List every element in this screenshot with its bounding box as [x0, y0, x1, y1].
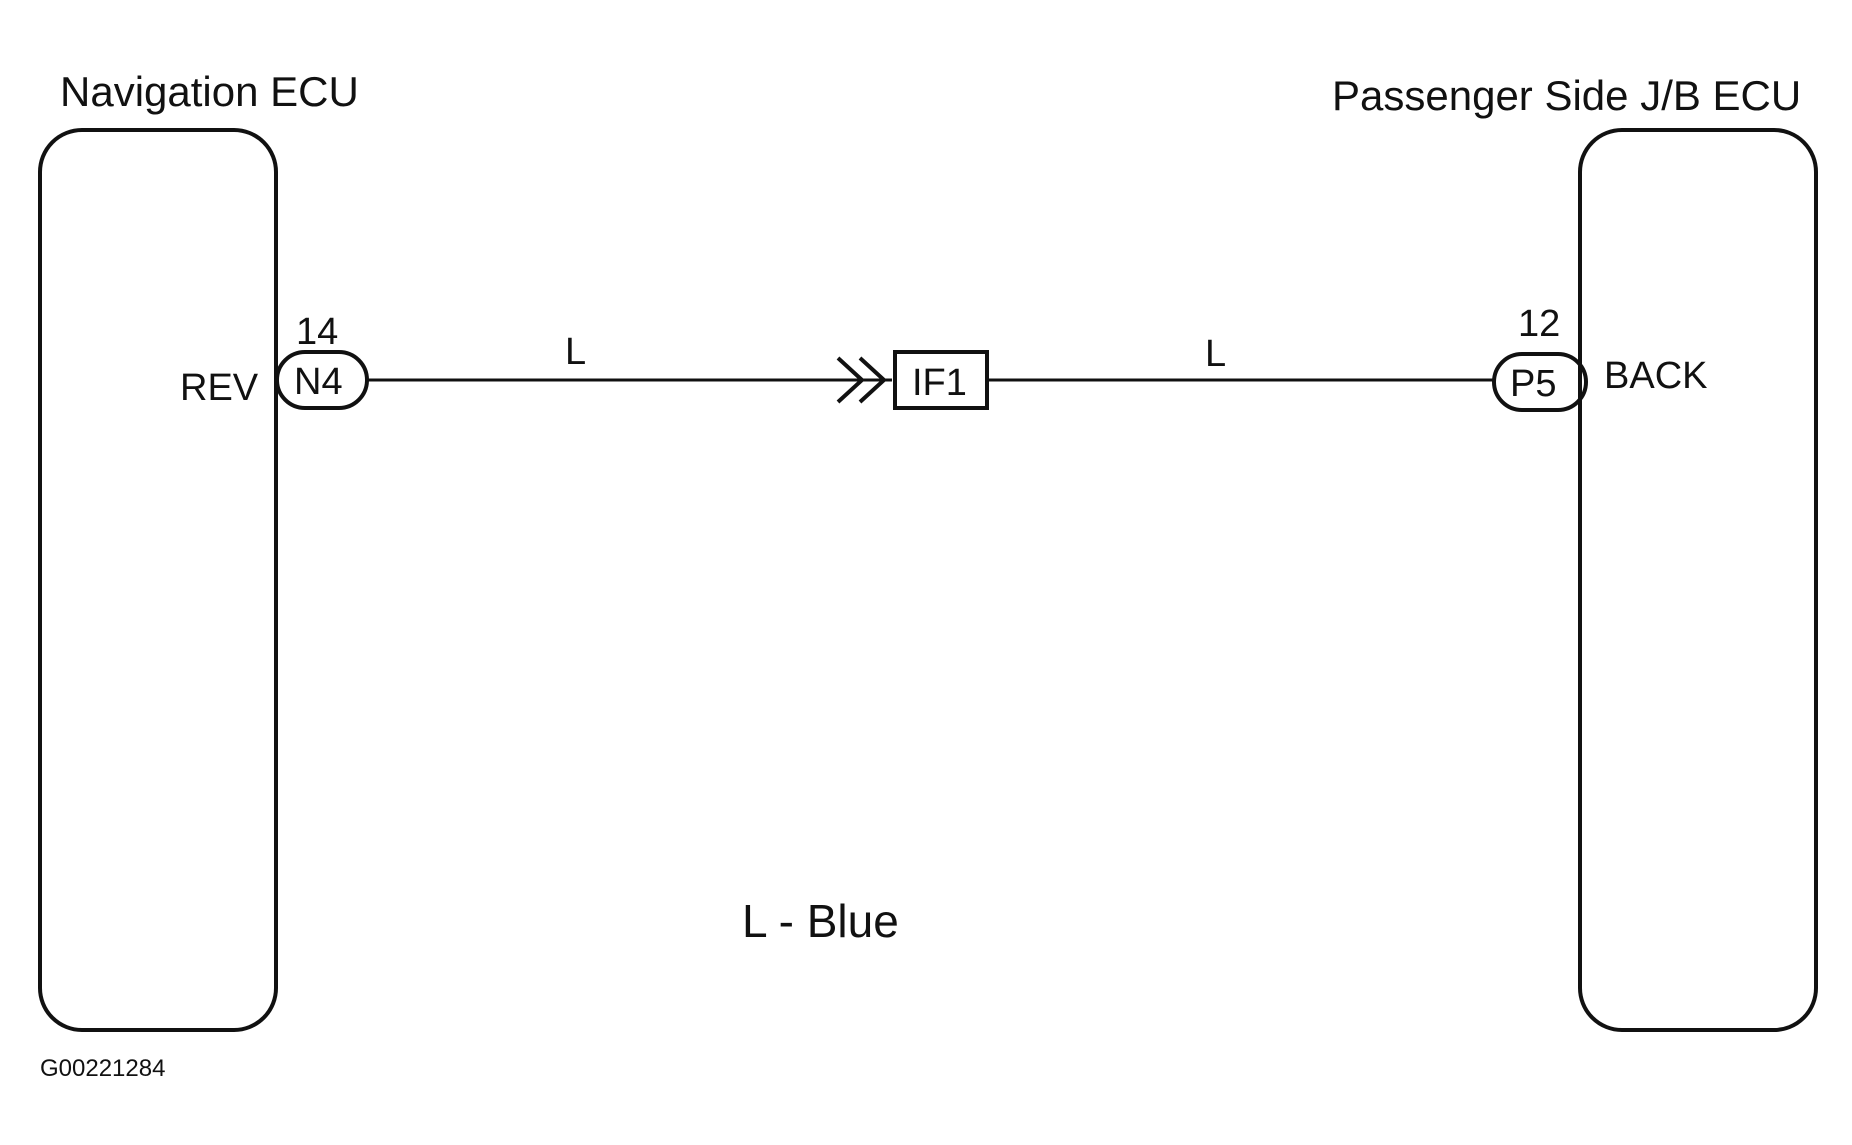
pin-number-12: 12 — [1518, 303, 1560, 345]
figure-id: G00221284 — [40, 1055, 165, 1082]
connector-p5-oval — [1492, 352, 1588, 412]
junction-connector-label: IF1 — [912, 362, 967, 404]
navigation-ecu-box — [38, 128, 278, 1032]
connector-n4: 14 N4 — [275, 311, 369, 410]
pin-number-14: 14 — [296, 311, 338, 353]
junction-connector-if1: IF1 — [836, 350, 989, 410]
passenger-side-jb-ecu-title: Passenger Side J/B ECU — [1332, 72, 1801, 119]
chevron-icon-1 — [836, 356, 865, 404]
connector-p5: 12 P5 — [1492, 303, 1588, 412]
wire-color-legend: L - Blue — [742, 895, 899, 947]
back-terminal-label: BACK — [1604, 355, 1707, 397]
navigation-ecu-title: Navigation ECU — [60, 68, 359, 115]
navigation-ecu: Navigation ECU REV — [38, 68, 359, 1032]
chevron-icon-2 — [858, 356, 887, 404]
passenger-side-jb-ecu: Passenger Side J/B ECU BACK — [1332, 72, 1818, 1032]
wire-color-code-left: L — [565, 331, 586, 373]
connector-n4-label: N4 — [294, 361, 343, 403]
rev-terminal-label: REV — [180, 367, 259, 409]
passenger-side-jb-ecu-box — [1578, 128, 1818, 1032]
wire-color-code-right: L — [1205, 333, 1226, 375]
connector-p5-label: P5 — [1510, 363, 1556, 405]
